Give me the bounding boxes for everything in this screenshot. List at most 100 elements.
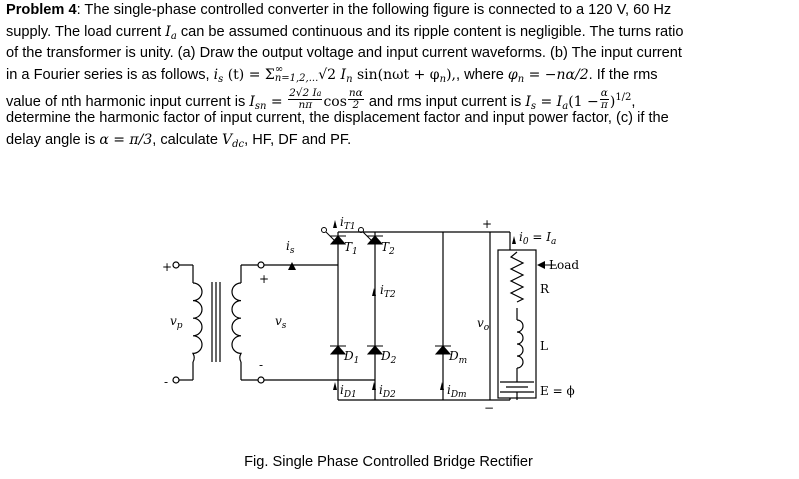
fraction-alpha-denominator: π <box>600 99 608 112</box>
sum-upper: ∞ <box>274 64 284 76</box>
label-is: is <box>286 239 295 256</box>
id2-arrow <box>372 382 376 390</box>
figure-caption: Fig. Single Phase Controlled Bridge Rect… <box>0 454 799 470</box>
label-r: R <box>540 282 550 296</box>
it1-arrow <box>333 220 337 228</box>
label-id1: iD1 <box>340 383 357 400</box>
primary-top-terminal <box>172 261 180 269</box>
is-arrow <box>288 262 296 270</box>
in-symbol: I <box>340 67 347 84</box>
line-5-start: value of nth harmonic input current is <box>6 93 250 110</box>
label-idm: iDm <box>447 383 467 400</box>
label-minus-secondary: - <box>259 358 263 372</box>
is-symbol: i <box>213 67 219 84</box>
label-t2: T2 <box>381 240 395 257</box>
fraction-cos-denominator: 2 <box>352 99 360 112</box>
secondary-top-terminal <box>257 261 265 269</box>
problem-text: Problem 4: The single-phase controlled c… <box>6 0 796 152</box>
frac1-num-text: 2√2 I <box>289 87 317 100</box>
is-equals: (t) = <box>223 67 265 84</box>
sin-close: ), <box>446 67 456 84</box>
label-d1: D1 <box>343 349 359 366</box>
line-4-where: , where <box>455 67 508 84</box>
line-2-end: can be assumed continuous and its ripple… <box>176 23 684 40</box>
line-2-start: supply. The load current <box>6 23 166 40</box>
label-it2: iT2 <box>380 283 396 300</box>
label-io: i0 = Ia <box>519 230 556 247</box>
line-7-start: delay angle is <box>6 132 100 149</box>
thyristor-t2-body <box>366 235 384 245</box>
line-4-end: . If the rms <box>588 67 658 84</box>
resistor-r <box>509 251 525 303</box>
diode-d2-body <box>366 345 384 355</box>
is-rms-subscript: s <box>530 100 537 112</box>
is-rms-exponent: 1/2 <box>615 91 632 103</box>
load-arrow <box>537 261 545 269</box>
is-rms-close: ) <box>609 93 616 110</box>
phi-subscript: n <box>517 74 525 86</box>
is-rms-comma: , <box>631 93 636 110</box>
fraction-harmonic-denominator: nπ <box>298 99 313 112</box>
label-vo: vo <box>477 316 490 333</box>
problem-line-7: delay angle is α = π/3, calculate Vdc, H… <box>6 130 796 152</box>
is-subscript: s <box>218 74 224 86</box>
label-vp: vp <box>170 314 183 331</box>
figure-caption-text: Fig. Single Phase Controlled Bridge Rect… <box>244 454 533 470</box>
id1-arrow <box>333 382 337 390</box>
is-rms-rhs-sub: a <box>562 100 569 112</box>
label-plus-left: + <box>162 260 172 274</box>
label-vs: vs <box>275 314 287 331</box>
sin-subscript: n <box>439 74 447 86</box>
in-subscript: n <box>346 74 353 86</box>
inductor-l <box>516 319 524 369</box>
problem-line-1: Problem 4: The single-phase controlled c… <box>6 0 796 22</box>
load-current-symbol: I <box>165 23 171 40</box>
label-plus-secondary: + <box>259 272 269 286</box>
label-d2: D2 <box>380 349 397 366</box>
cos-function: cos <box>323 93 347 110</box>
vdc-subscript: dc <box>232 139 245 151</box>
gate-t1 <box>325 231 339 245</box>
problem-line-4: in a Fourier series is as follows, is (t… <box>6 65 796 87</box>
thyristor-t1-body <box>329 235 347 245</box>
sin-expression: sin(nωt + φ <box>352 67 440 84</box>
label-e: E = ϕ <box>540 384 575 398</box>
problem-line-2: supply. The load current Ia can be assum… <box>6 22 796 44</box>
problem-line-6: determine the harmonic factor of input c… <box>6 110 669 127</box>
label-l: L <box>540 339 548 353</box>
label-plus-output: + <box>482 217 492 231</box>
primary-winding <box>191 282 203 363</box>
diode-dm-body <box>434 345 452 355</box>
load-current-subscript: a <box>170 30 177 42</box>
alpha-value: α = π/3 <box>99 132 153 149</box>
sum-limits: ∞n=1,2,... <box>274 64 319 85</box>
problem-line-1-text: : The single-phase controlled converter … <box>76 2 672 18</box>
it2-arrow <box>372 288 376 296</box>
isn-equals: = <box>266 93 288 110</box>
secondary-winding <box>231 282 243 363</box>
label-t1: T1 <box>344 240 358 257</box>
label-minus-left: - <box>164 375 168 389</box>
problem-label: Problem 4 <box>6 2 77 18</box>
fraction-harmonic-numerator: 2√2 Ia <box>288 87 323 101</box>
line-5-mid: and rms input current is <box>364 93 526 110</box>
sqrt-two: √2 <box>318 67 341 84</box>
label-dm: Dm <box>448 349 467 366</box>
sum-lower: n=1,2,... <box>274 73 319 85</box>
is-rms-paren: (1 − <box>568 93 599 110</box>
io-arrow <box>512 236 516 244</box>
problem-line-5: value of nth harmonic input current is I… <box>6 87 796 112</box>
label-it1: iT1 <box>340 215 356 232</box>
fraction-alpha-numerator: α <box>599 87 609 101</box>
phi-expression: = −nα/2 <box>524 67 589 84</box>
line-7-end: , HF, DF and PF. <box>244 132 352 149</box>
diode-d1-body <box>329 345 347 355</box>
sum-symbol: Σ <box>264 67 275 84</box>
frac1-num-sub: a <box>316 89 322 99</box>
problem-line-3: of the transformer is unity. (a) Draw th… <box>6 45 682 62</box>
label-load: Load <box>549 258 579 272</box>
gate-t2 <box>362 231 376 245</box>
